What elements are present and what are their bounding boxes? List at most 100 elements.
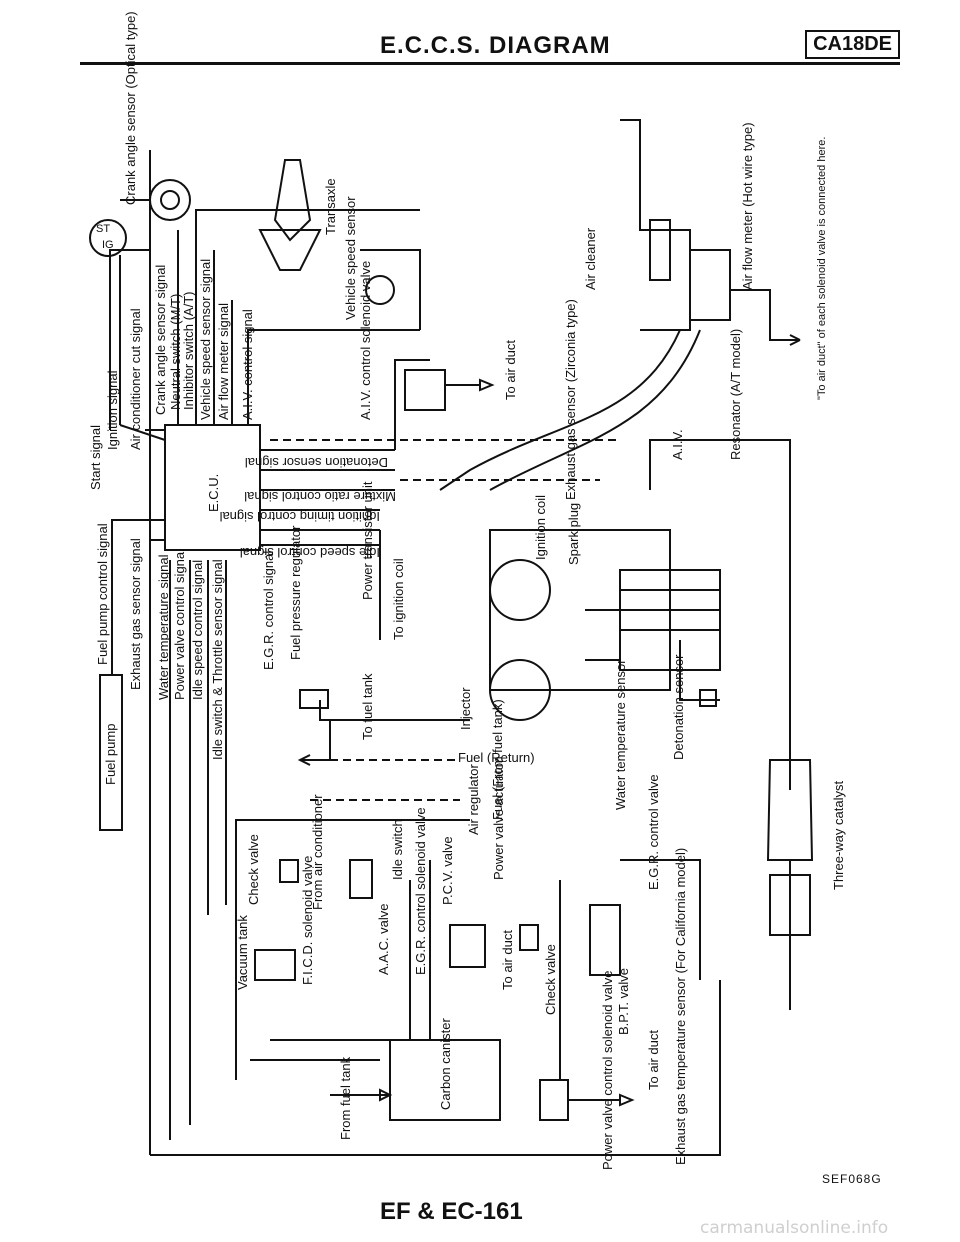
- fuel-pressure-regulator: [299, 689, 329, 709]
- ignition-switch: [89, 219, 127, 257]
- label-afm: Air flow meter (Hot wire type): [740, 122, 755, 290]
- label-fuel-from-tank: Fuel (From fuel tank): [490, 699, 505, 820]
- muffler: [769, 874, 811, 936]
- label-transaxle: Transaxle: [323, 178, 338, 235]
- label-bpt-valve: B.P.T. valve: [616, 968, 631, 1035]
- exhaust-pipe: [649, 439, 791, 750]
- intake-cam: [489, 559, 551, 621]
- ecu-box: [164, 424, 261, 551]
- label-exhaust-sensor: Exhaust gas sensor (Zirconia type): [563, 299, 578, 500]
- vacuum-tank-box: [254, 949, 296, 981]
- vss-gauge: [365, 275, 395, 305]
- label-to-air-duct-note: "To air duct" of each solenoid valve is …: [816, 137, 828, 400]
- label-three-way: Three-way catalyst: [831, 781, 846, 890]
- label-to-air-duct-2: To air duct: [500, 930, 515, 990]
- label-check-valve-2: Check valve: [543, 944, 558, 1015]
- air-duct-arrow: [789, 334, 801, 346]
- carbon-canister-box: [389, 1039, 501, 1121]
- label-from-ac: From air conditioner: [310, 794, 325, 910]
- label-power-valve-signal: Power valve control signal: [172, 549, 187, 700]
- label-pv-solenoid: Power valve control solenoid valve: [600, 971, 615, 1170]
- to-air-duct-arrow-1: [479, 378, 495, 392]
- label-mixture-signal: Mixture ratio control signal: [244, 489, 396, 504]
- label-egr-solenoid: E.G.R. control solenoid valve: [413, 807, 428, 975]
- label-check-valve-1: Check valve: [246, 834, 261, 905]
- label-neutral-switch: Neutral switch (M/T): [168, 294, 183, 410]
- label-crank-signal: Crank angle sensor signal: [153, 265, 168, 415]
- harness-bottom-line: [150, 980, 721, 1156]
- aiv-solenoid-box: [404, 369, 446, 411]
- label-ac-cut-signal: Air conditioner cut signal: [128, 308, 143, 450]
- detonation-sensor-box: [699, 689, 717, 707]
- label-carbon-canister: Carbon canister: [438, 1018, 453, 1110]
- label-start-signal: Start signal: [88, 425, 103, 490]
- aac-valve-box: [349, 859, 373, 899]
- label-resonator: Resonator (A/T model): [728, 329, 743, 460]
- label-ignition-signal: Ignition signal: [105, 370, 120, 450]
- label-to-air-duct-1: To air duct: [503, 340, 518, 400]
- label-detonation-sensor: Detonation sensor: [671, 654, 686, 760]
- page-number: EF & EC-161: [380, 1198, 523, 1225]
- page-header: E.C.C.S. DIAGRAM CA18DE: [80, 28, 900, 68]
- label-afm-signal: Air flow meter signal: [216, 303, 231, 420]
- label-air-cleaner: Air cleaner: [583, 227, 598, 290]
- label-fuel-pump-control: Fuel pump control signal: [95, 523, 110, 665]
- label-power-valve-actuator: Power valve actuator: [491, 758, 506, 880]
- cylinder-block: [619, 569, 721, 671]
- crank-sensor-body: [149, 179, 191, 221]
- label-to-air-duct-3: To air duct: [646, 1030, 661, 1090]
- label-fuel-pump: Fuel pump: [103, 724, 118, 785]
- label-aac: A.A.C. valve: [376, 903, 391, 975]
- figure-code: SEF068G: [822, 1172, 882, 1186]
- header-rule: [80, 62, 900, 65]
- transaxle-shape: [273, 159, 312, 242]
- page-title: E.C.C.S. DIAGRAM: [380, 32, 611, 59]
- pv-solenoid-box: [539, 1079, 569, 1121]
- label-spark-plug: Spark plug: [566, 503, 581, 565]
- label-idle-speed-signal: Idle speed control signal: [190, 560, 205, 700]
- watermark: carmanualsonline.info: [700, 1218, 889, 1238]
- label-fuel-pressure-reg: Fuel pressure regulator: [288, 525, 303, 660]
- label-fuel-return: Fuel (Return): [458, 750, 535, 765]
- label-inhibitor-switch: Inhibitor switch (A/T): [181, 292, 196, 410]
- label-aiv-solenoid: A.I.V. control solenoid valve: [358, 261, 373, 420]
- label-air-regulator: Air regulator: [466, 764, 481, 835]
- label-ignition-coil: Ignition coil: [533, 495, 548, 560]
- check-valve-1: [279, 859, 299, 883]
- exhaust-cam: [489, 659, 551, 721]
- egr-control-valve: [589, 904, 621, 976]
- label-vss: Vehicle speed sensor: [343, 196, 358, 320]
- label-ignition-timing-signal: Ignition timing control signal: [219, 509, 380, 524]
- label-vss-signal: Vehicle speed sensor signal: [198, 259, 213, 420]
- label-to-ignition-coil: To ignition coil: [391, 558, 406, 640]
- egr-solenoid-box: [449, 924, 486, 968]
- intake-upper: [620, 119, 691, 331]
- label-to-fuel-tank: To fuel tank: [360, 673, 375, 740]
- label-crank-sensor: Crank angle sensor (Optical type): [123, 11, 138, 205]
- label-exhaust-signal: Exhaust gas sensor signal: [128, 538, 143, 690]
- label-idle-throttle-signal: Idle switch & Throttle sensor signal: [210, 559, 225, 760]
- check-valve-2: [519, 924, 539, 951]
- label-egr-signal: E.G.R. control signal: [261, 551, 276, 670]
- label-aiv: A.I.V.: [670, 429, 685, 460]
- air-cleaner-element: [649, 219, 671, 281]
- label-ig: IG: [102, 239, 114, 251]
- three-way-catalyst: [766, 759, 814, 861]
- label-water-temp-sensor: Water temperature sensor: [613, 659, 628, 810]
- label-idle-speed-ctrl: Idle speed control signal: [240, 545, 380, 560]
- label-injector: Injector: [458, 687, 473, 730]
- label-st: ST: [96, 223, 110, 235]
- engine-code-badge: CA18DE: [805, 30, 900, 59]
- label-detonation-signal: Detonation sensor signal: [245, 455, 388, 470]
- label-water-temp-signal: Water temperature signal: [156, 554, 171, 700]
- label-ecu: E.C.U.: [206, 474, 221, 512]
- air-flow-meter: [689, 249, 731, 321]
- label-vacuum-tank: Vacuum tank: [235, 915, 250, 990]
- label-idle-switch: Idle switch: [390, 819, 405, 880]
- label-egr-valve: E.G.R. control valve: [646, 774, 661, 890]
- label-pcv: P.C.V. valve: [440, 836, 455, 905]
- label-power-transistor: Power transistor unit: [360, 481, 375, 600]
- label-ficd: F.I.C.D. solenoid valve: [300, 856, 315, 985]
- label-exh-temp-sensor: Exhaust gas temperature sensor (For Cali…: [673, 848, 688, 1165]
